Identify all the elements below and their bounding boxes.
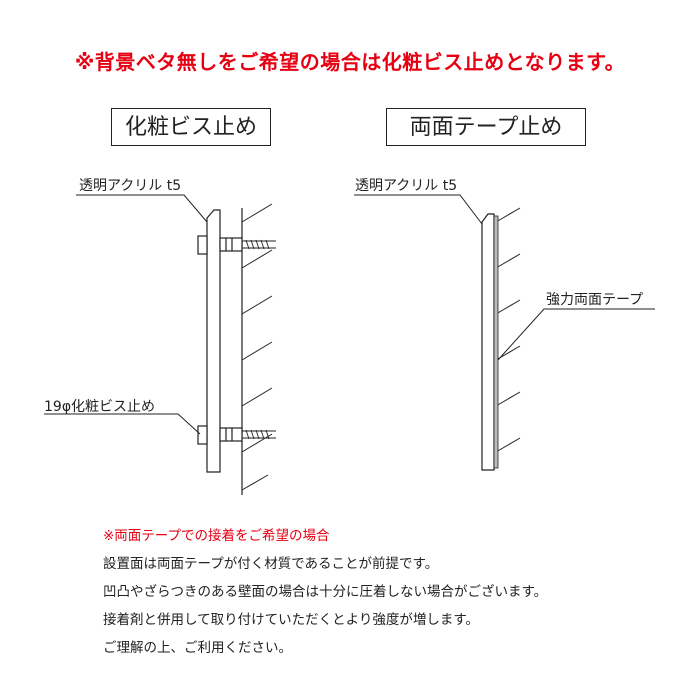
note-line: 接着剤と併用して取り付けていただくとより強度が増します。 [103,612,479,628]
acrylic-label-right: 透明アクリル t5 [355,178,458,194]
standoff-top [219,237,243,252]
wall-hatching-left [241,203,273,491]
note-line: 設置面は両面テープが付く材質であることが前提です。 [103,556,439,572]
screw-mount-drawing [44,194,276,495]
leader-acrylic-left [76,194,208,223]
note-heading: ※両面テープでの接着をご希望の場合 [103,528,330,544]
leader-screw [44,413,201,435]
acrylic-panel-left [206,209,221,473]
screw-thread-top [242,239,276,250]
method-title-screw: 化粧ビス止め [111,108,271,146]
screw-cap-top [197,235,208,255]
notes-block: ※両面テープでの接着をご希望の場合 設置面は両面テープが付く材質であることが前提… [103,522,547,662]
note-line: 凹凸やざらつきのある壁面の場合は十分に圧着しない場合がございます。 [103,584,548,600]
acrylic-panel-right [481,213,495,471]
tape-mount-drawing [354,194,655,471]
wall-hatching-right [495,207,521,453]
screw-cap-bottom [197,425,208,445]
screw-label: 19φ化粧ビス止め [44,399,156,415]
tape-label: 強力両面テープ [546,292,644,308]
acrylic-label-left: 透明アクリル t5 [79,178,182,194]
screw-thread-bottom [242,429,276,440]
leader-acrylic-right [354,194,483,225]
headline-notice: ※背景ベタ無しをご希望の場合は化粧ビス止めとなります。 [74,50,626,74]
note-line: ご理解の上、ご利用ください。 [103,640,292,656]
leader-tape [497,308,655,361]
double-sided-tape [493,215,499,469]
standoff-bottom [219,427,243,442]
method-title-tape: 両面テープ止め [386,108,586,146]
